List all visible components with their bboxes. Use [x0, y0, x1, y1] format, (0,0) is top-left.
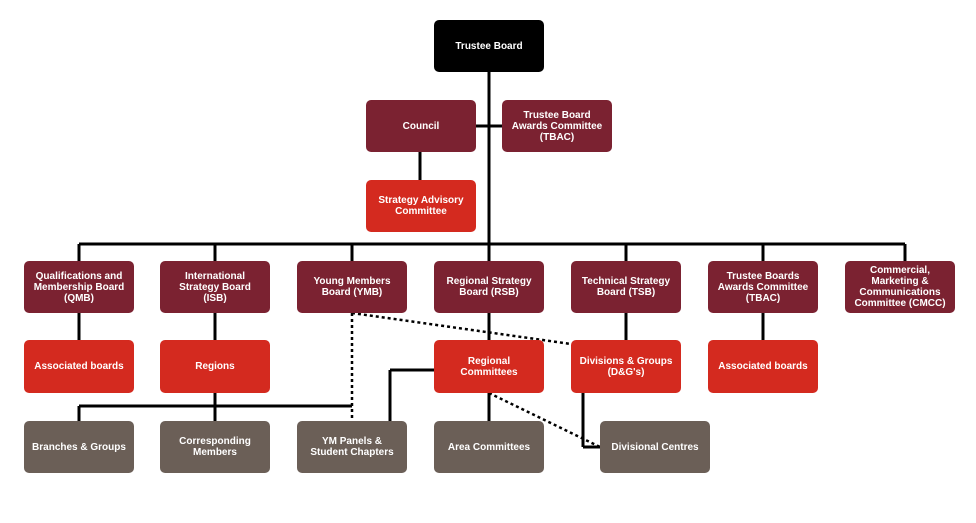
strategy-advisory-box[interactable]: Strategy Advisory Committee — [366, 180, 476, 232]
tbac-top-box[interactable]: Trustee Board Awards Committee (TBAC) — [502, 100, 612, 152]
tsb-box[interactable]: Technical Strategy Board (TSB) — [571, 261, 681, 313]
regional-committees-box[interactable]: Regional Committees — [434, 340, 544, 393]
divisions-groups-box[interactable]: Divisions & Groups (D&G's) — [571, 340, 681, 393]
trustee-board-box[interactable]: Trustee Board — [434, 20, 544, 72]
isb-box[interactable]: International Strategy Board (ISB) — [160, 261, 270, 313]
rsb-box[interactable]: Regional Strategy Board (RSB) — [434, 261, 544, 313]
tbac-board-box[interactable]: Trustee Boards Awards Committee (TBAC) — [708, 261, 818, 313]
ymb-box[interactable]: Young Members Board (YMB) — [297, 261, 407, 313]
council-box[interactable]: Council — [366, 100, 476, 152]
area-committees-box[interactable]: Area Committees — [434, 421, 544, 473]
qmb-box[interactable]: Qualifications and Membership Board (QMB… — [24, 261, 134, 313]
divisional-centres-box[interactable]: Divisional Centres — [600, 421, 710, 473]
cmcc-box[interactable]: Commercial, Marketing & Communications C… — [845, 261, 955, 313]
associated-boards-qmb-box[interactable]: Associated boards — [24, 340, 134, 393]
regions-box[interactable]: Regions — [160, 340, 270, 393]
corresponding-members-box[interactable]: Corresponding Members — [160, 421, 270, 473]
associated-boards-tbac-box[interactable]: Associated boards — [708, 340, 818, 393]
ym-panels-box[interactable]: YM Panels & Student Chapters — [297, 421, 407, 473]
branches-groups-box[interactable]: Branches & Groups — [24, 421, 134, 473]
